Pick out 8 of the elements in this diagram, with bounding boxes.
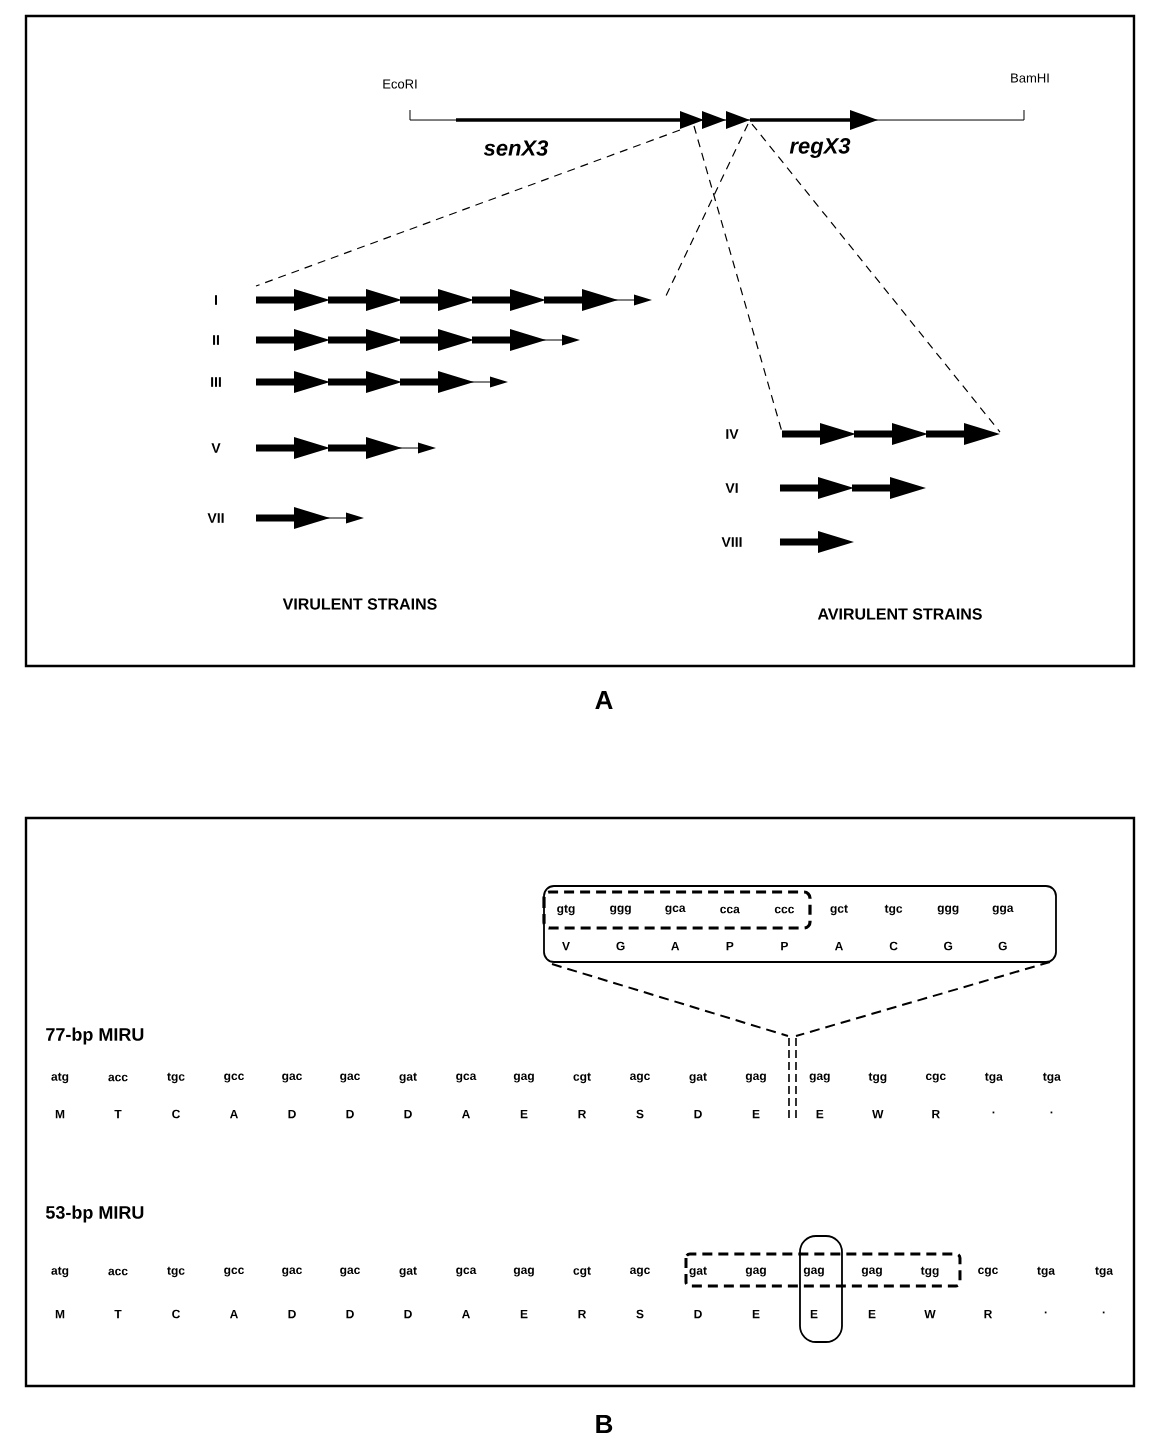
gene-label: senX3 [483, 140, 549, 156]
sequence-title: 53-bp MIRU [45, 1205, 144, 1223]
sequence-title: 77-bp MIRU [46, 1027, 144, 1045]
group-label: AVIRULENT STRAINS [817, 608, 982, 620]
panel-label: A [595, 691, 613, 709]
group-label: VIRULENT STRAINS [282, 598, 437, 610]
gene-label: regX3 [789, 138, 851, 158]
panel-label: B [596, 1415, 613, 1433]
